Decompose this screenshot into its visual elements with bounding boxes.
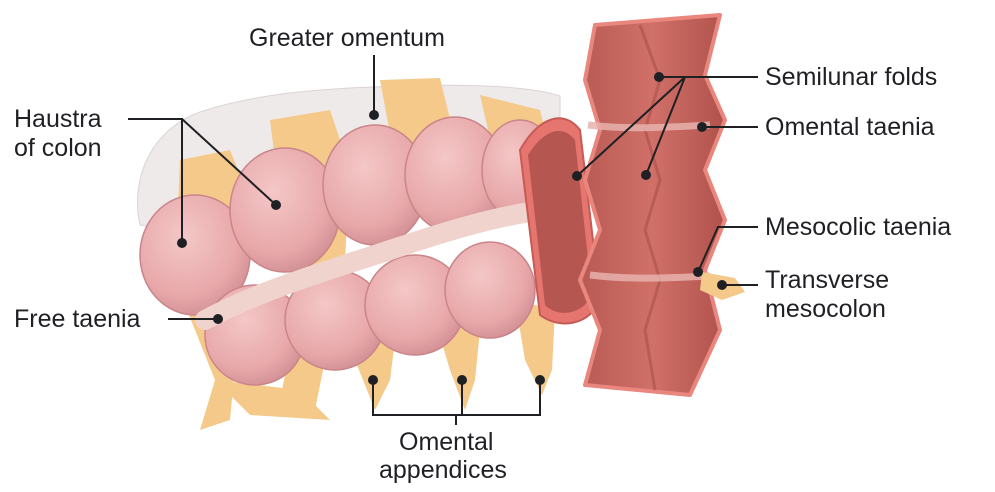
label-omental-taenia: Omental taenia bbox=[765, 113, 935, 142]
label-haustra-line2: of colon bbox=[14, 134, 102, 163]
label-omental-appendices-line1: Omental bbox=[399, 428, 493, 457]
label-transverse-line1: Transverse bbox=[765, 266, 889, 295]
label-semilunar-folds: Semilunar folds bbox=[765, 63, 937, 92]
label-free-taenia: Free taenia bbox=[14, 305, 140, 334]
label-mesocolic-taenia: Mesocolic taenia bbox=[765, 213, 951, 242]
opened-colon-wall bbox=[580, 15, 725, 395]
label-omental-appendices-line2: appendices bbox=[379, 456, 507, 485]
label-haustra-line1: Haustra bbox=[14, 105, 102, 134]
label-greater-omentum: Greater omentum bbox=[249, 24, 445, 53]
label-transverse-line2: mesocolon bbox=[765, 295, 886, 324]
